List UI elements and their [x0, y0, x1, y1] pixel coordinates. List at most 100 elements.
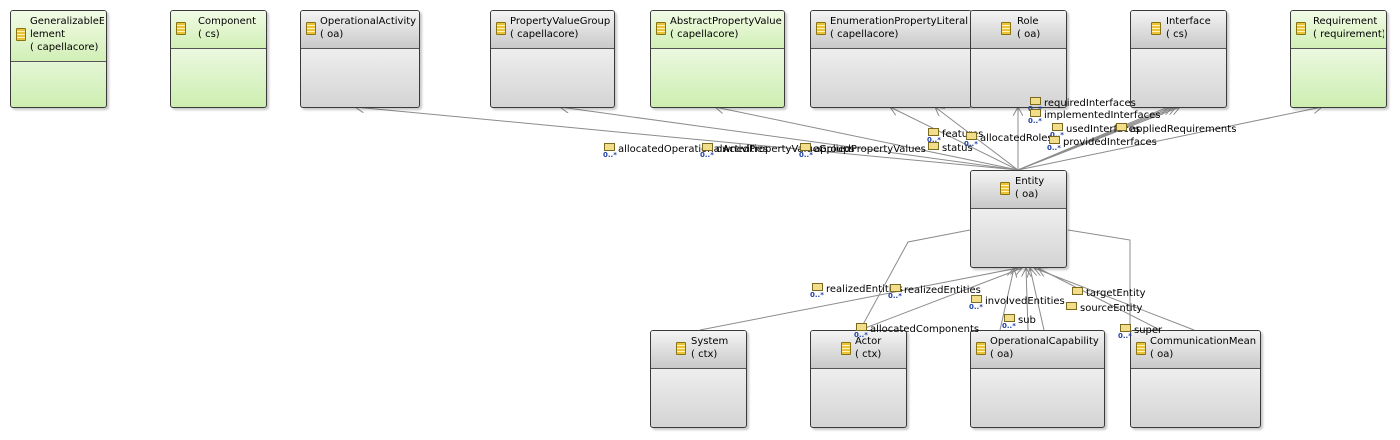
- reference-icon: [1030, 97, 1041, 105]
- class-name: PropertyValueGroup: [510, 16, 611, 27]
- edge-owned-property-value-groups[interactable]: [560, 107, 1019, 171]
- class-header: [1131, 11, 1226, 49]
- class-icon: [1136, 342, 1146, 355]
- class-name: CommunicationMean: [1150, 336, 1257, 347]
- role-target-entity[interactable]: targetEntity: [1072, 287, 1146, 300]
- class-icon: [16, 28, 26, 41]
- edge-applied-requirements[interactable]: [1017, 107, 1322, 171]
- role-label: super: [1134, 325, 1163, 336]
- edge-comm-source-entity[interactable]: [1038, 268, 1161, 331]
- role-label: allocatedComponents: [870, 324, 980, 335]
- role-label: implementedInterfaces: [1044, 110, 1161, 121]
- role-provided-interfaces[interactable]: providedInterfaces: [1049, 136, 1157, 149]
- class-system[interactable]: System ( ctx): [650, 330, 747, 428]
- class-icon: [496, 22, 506, 35]
- reference-icon: [1030, 109, 1041, 117]
- role-super[interactable]: super: [1120, 324, 1162, 337]
- class-header: [1131, 331, 1260, 369]
- edge-comm-generalization[interactable]: [1067, 229, 1131, 330]
- class-requirement[interactable]: Requirement ( requirement): [1290, 10, 1387, 108]
- class-name: EnumerationPropertyLiteral: [830, 16, 969, 27]
- edge-comm-target-entity[interactable]: [1034, 268, 1195, 331]
- class-actor[interactable]: Actor ( ctx): [810, 330, 907, 428]
- role-source-entity[interactable]: sourceEntity: [1066, 302, 1142, 315]
- role-label: allocatedOperationalActivities: [618, 144, 769, 155]
- class-icon: [656, 22, 666, 35]
- edge-capability-sub[interactable]: [1026, 268, 1028, 331]
- class-property-value-group[interactable]: PropertyValueGroup ( capellacore): [490, 10, 615, 108]
- class-communication-mean[interactable]: CommunicationMean ( oa): [1130, 330, 1261, 428]
- role-label: requiredInterfaces: [1044, 98, 1136, 109]
- class-operational-activity[interactable]: OperationalActivity ( oa): [300, 10, 420, 108]
- multiplicity-label: 0..*: [1028, 117, 1042, 125]
- class-package: ( ctx): [855, 349, 882, 360]
- class-icon: [306, 22, 316, 35]
- reference-icon: [1052, 123, 1063, 131]
- multiplicity-label: 0..*: [854, 331, 868, 339]
- multiplicity-label: 0..*: [603, 151, 617, 159]
- role-label: appliedRequirements: [1130, 124, 1237, 135]
- class-abstract-property-value[interactable]: AbstractPropertyValue ( capellacore): [650, 10, 785, 108]
- class-generalizable-element[interactable]: GeneralizableE lement ( capellacore): [10, 10, 107, 108]
- class-package: ( oa): [1017, 29, 1041, 40]
- class-package: ( capellacore): [830, 29, 899, 40]
- role-label: providedInterfaces: [1063, 137, 1157, 148]
- multiplicity-label: 0..*: [1050, 131, 1064, 139]
- edge-capability-super[interactable]: [1030, 268, 1045, 331]
- role-allocated-operational-activities[interactable]: allocatedOperationalActivities: [604, 143, 768, 156]
- role-sub[interactable]: sub: [1004, 314, 1036, 327]
- class-role[interactable]: Role ( oa): [970, 10, 1067, 108]
- role-label: status: [942, 143, 973, 154]
- multiplicity-label: 0..*: [964, 140, 978, 148]
- class-icon: [176, 22, 186, 35]
- role-features[interactable]: features: [928, 128, 983, 141]
- role-label: sourceEntity: [1080, 303, 1143, 314]
- role-label: features: [942, 129, 984, 140]
- role-allocated-components[interactable]: allocatedComponents: [856, 323, 979, 336]
- role-used-interfaces[interactable]: usedInterfaces: [1052, 123, 1140, 136]
- class-header: [811, 331, 906, 369]
- class-interface[interactable]: Interface ( cs): [1130, 10, 1227, 108]
- class-package: ( capellacore): [30, 42, 99, 53]
- role-label: realizedEntities: [826, 284, 903, 295]
- role-realized-entities-system[interactable]: realizedEntities: [812, 283, 903, 296]
- class-package: ( requirement): [1313, 29, 1384, 40]
- role-label: allocatedRoles: [980, 133, 1053, 144]
- role-realized-entities-actor[interactable]: realizedEntities: [890, 284, 981, 297]
- class-package: ( oa): [1150, 349, 1174, 360]
- edge-provided-interfaces[interactable]: [1017, 107, 1168, 171]
- reference-icon: [890, 284, 901, 292]
- edge-allocated-operational-activities[interactable]: [355, 107, 1019, 171]
- edge-applied-property-values[interactable]: [715, 107, 1019, 171]
- class-header: [491, 11, 614, 49]
- role-applied-requirements[interactable]: appliedRequirements: [1116, 123, 1236, 136]
- class-icon: [1296, 22, 1306, 35]
- reference-icon: [1120, 324, 1131, 332]
- class-component[interactable]: Component ( cs): [170, 10, 267, 108]
- class-icon: [676, 342, 686, 355]
- role-applied-property-values[interactable]: appliedPropertyValues: [800, 143, 926, 156]
- role-status[interactable]: status: [928, 142, 973, 155]
- class-name: AbstractPropertyValue: [670, 16, 782, 27]
- class-operational-capability[interactable]: OperationalCapability ( oa): [970, 330, 1105, 428]
- class-package: ( cs): [198, 29, 220, 40]
- class-name: Component: [198, 16, 257, 27]
- edge-features[interactable]: [890, 107, 1019, 171]
- class-name: Requirement: [1313, 16, 1378, 27]
- role-label: targetEntity: [1086, 288, 1146, 299]
- reference-icon: [1116, 123, 1127, 131]
- edge-capability-involved-entities[interactable]: [999, 268, 1014, 331]
- class-entity[interactable]: Entity ( oa): [970, 170, 1067, 268]
- role-required-interfaces[interactable]: requiredInterfaces: [1030, 97, 1136, 110]
- class-enumeration-property-literal[interactable]: EnumerationPropertyLiteral ( capellacore…: [810, 10, 972, 108]
- role-implemented-interfaces[interactable]: implementedInterfaces: [1030, 109, 1160, 122]
- edge-actor-realized-entities[interactable]: [859, 268, 1022, 331]
- role-involved-entities[interactable]: involvedEntities: [971, 295, 1065, 308]
- edge-system-realized-entities[interactable]: [699, 268, 1018, 331]
- role-allocated-roles[interactable]: allocatedRoles: [966, 132, 1053, 145]
- reference-icon: [928, 128, 939, 136]
- edge-actor-generalization[interactable]: [859, 229, 971, 331]
- role-owned-property-value-groups[interactable]: ownedPropertyValueGroups: [702, 143, 855, 156]
- role-label: ownedPropertyValueGroups: [716, 144, 855, 155]
